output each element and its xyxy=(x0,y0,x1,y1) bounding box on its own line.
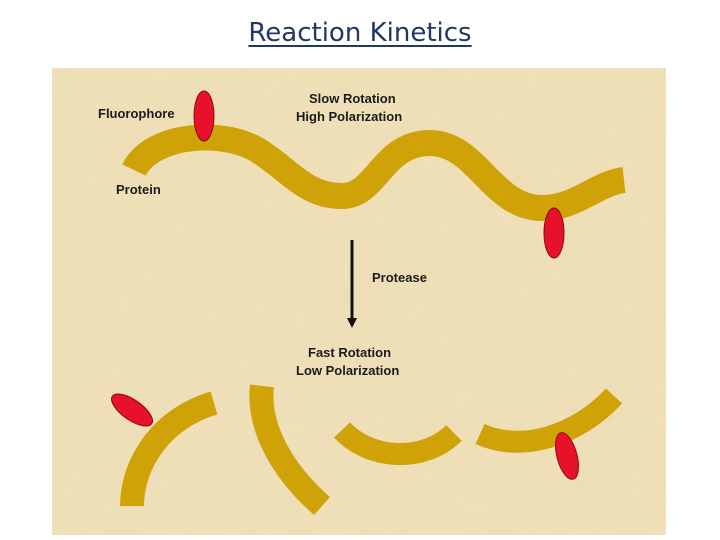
label-protein: Protein xyxy=(116,182,161,197)
label-slow-rotation: Slow Rotation xyxy=(309,91,396,106)
diagram-panel: Fluorophore Protein Slow Rotation High P… xyxy=(52,68,666,535)
protein-fragment-4 xyxy=(475,388,623,453)
label-low-polarization: Low Polarization xyxy=(296,363,400,378)
intact-protein xyxy=(122,124,627,222)
label-fluorophore: Fluorophore xyxy=(98,106,175,121)
fluorophore-top xyxy=(193,90,215,142)
protein-fragment-1 xyxy=(120,391,218,507)
label-fast-rotation: Fast Rotation xyxy=(308,345,392,360)
slide-title: Reaction Kinetics xyxy=(248,18,472,48)
label-protease: Protease xyxy=(372,270,427,285)
fluorophore-fragment-1 xyxy=(111,393,153,427)
protein-fragment-2 xyxy=(249,384,330,516)
protein-fragment-3 xyxy=(333,421,462,465)
label-high-polarization: High Polarization xyxy=(296,109,403,124)
fluorophore-right xyxy=(543,207,565,259)
fluorophore-fragment-4 xyxy=(555,432,579,480)
